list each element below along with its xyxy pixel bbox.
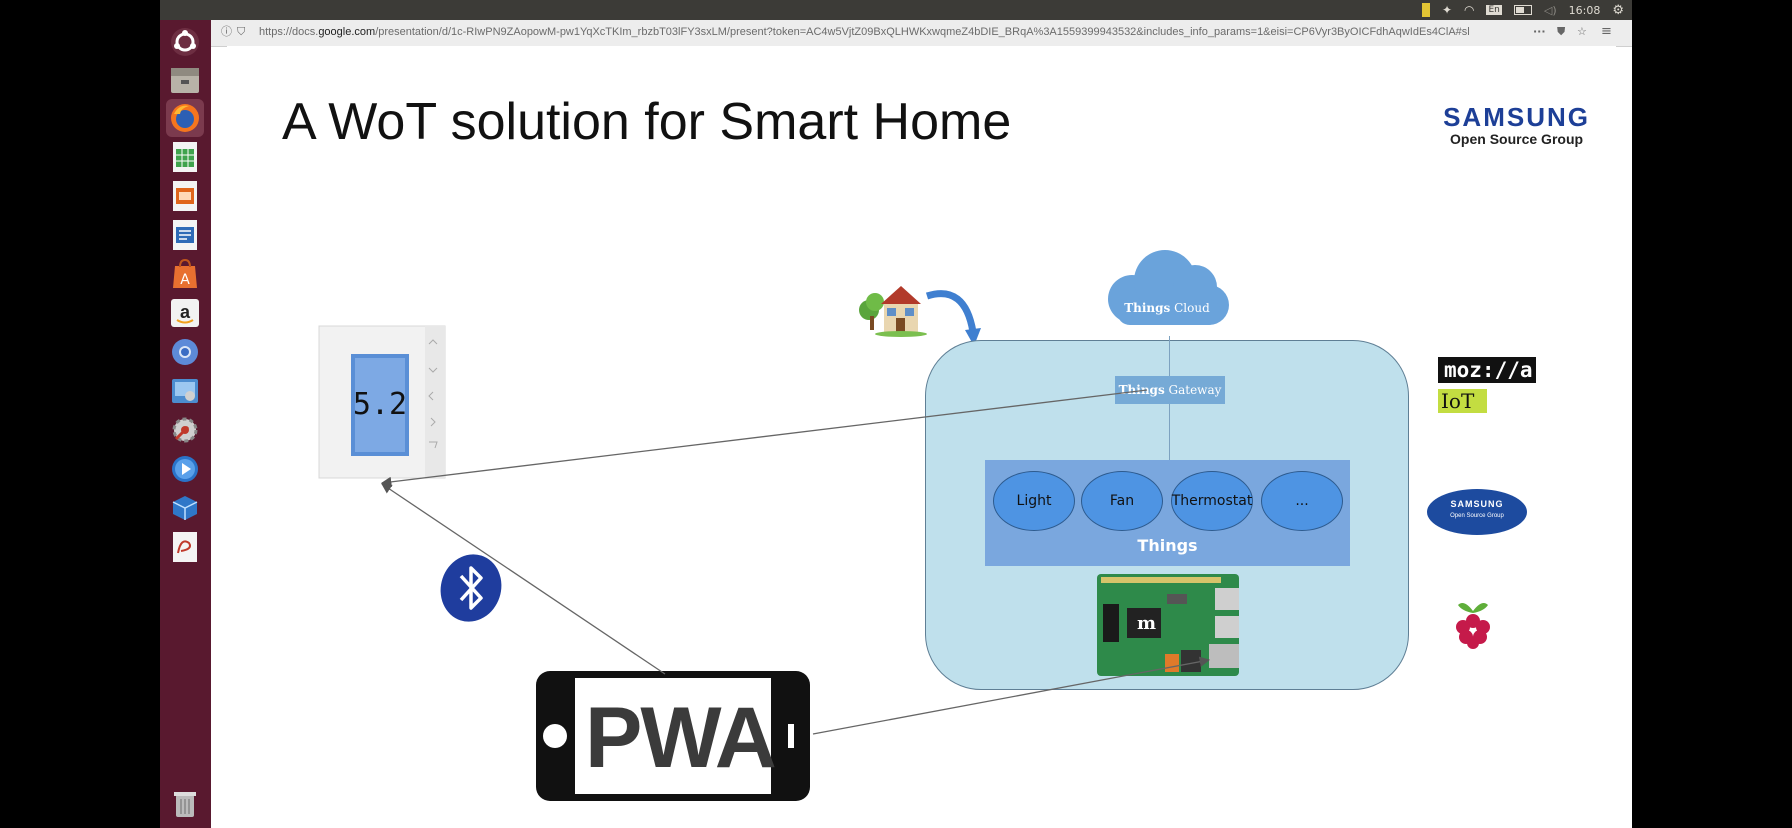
- svg-text:A: A: [180, 272, 190, 288]
- bookmark-star-icon[interactable]: ☆: [1577, 25, 1587, 38]
- launcher-amazon-icon[interactable]: a: [166, 294, 204, 332]
- system-tray: ✦ ◠ En ◁) 16:08 ⚙: [1421, 0, 1624, 20]
- samsung-logo-brand: SAMSUNG: [1443, 102, 1590, 132]
- gateway-connector-line: [1169, 336, 1170, 508]
- thermostat-device-image: 5.2: [318, 325, 446, 479]
- screen: ✦ ◠ En ◁) 16:08 ⚙ A: [160, 0, 1632, 828]
- raspberry-pi-board-image: m: [1097, 574, 1239, 676]
- launcher-firefox-icon[interactable]: [166, 99, 204, 137]
- thing-light: Light: [993, 471, 1075, 531]
- indicator-icon[interactable]: [1421, 3, 1430, 17]
- url-field[interactable]: https://docs.google.com/presentation/d/1…: [259, 26, 1509, 38]
- gateway-to-thermostat-arrow: [380, 389, 1148, 488]
- presentation-slide[interactable]: A WoT solution for Smart Home SAMSUNG Op…: [227, 46, 1616, 828]
- pocket-icon[interactable]: ⛊: [1557, 25, 1566, 38]
- things-gateway-label-rest: Gateway: [1164, 383, 1222, 397]
- page-actions-menu[interactable]: ···: [1533, 25, 1546, 38]
- slide-title: A WoT solution for Smart Home: [282, 93, 1012, 151]
- launcher-trash-icon[interactable]: [166, 785, 204, 823]
- launcher-writer-icon[interactable]: [166, 216, 204, 254]
- url-domain: google.com: [318, 26, 376, 38]
- things-gateway: Things Gateway: [1115, 376, 1225, 404]
- thing-fan: Fan: [1081, 471, 1163, 531]
- launcher-media-player-icon[interactable]: [166, 450, 204, 488]
- samsung-oval-subtitle: Open Source Group: [1450, 513, 1504, 519]
- pwa-to-thermostat-arrow: [381, 483, 666, 675]
- launcher-chromium-icon[interactable]: [166, 333, 204, 371]
- launcher-system-settings-icon[interactable]: [166, 411, 204, 449]
- thermostat-reading: 5.2: [353, 387, 407, 422]
- browser-urlbar: ⓘ ⛉ https://docs.google.com/presentation…: [211, 20, 1632, 47]
- house-icon: [859, 286, 981, 346]
- connection-arrows: [380, 389, 1211, 735]
- hamburger-menu-icon[interactable]: ≡: [1601, 24, 1612, 39]
- url-path: /presentation/d/1c-RIwPN9ZAopowM-pw1YqXc…: [375, 26, 1470, 38]
- samsung-open-source-logo: SAMSUNG Open Source Group: [1443, 102, 1590, 147]
- launcher-document-viewer-icon[interactable]: [166, 528, 204, 566]
- cloud-icon: [1108, 250, 1229, 325]
- svg-text:a: a: [180, 302, 191, 322]
- things-panel: Light Fan Thermostat ... Things: [985, 460, 1350, 566]
- launcher-virtualbox-icon[interactable]: [166, 489, 204, 527]
- pwa-logo-text: PWA: [585, 690, 777, 786]
- bluetooth-icon: [440, 554, 502, 622]
- things-label: Things: [1137, 536, 1198, 555]
- things-cloud-label-bold: Things: [1124, 301, 1171, 315]
- wifi-icon[interactable]: ◠: [1464, 3, 1475, 17]
- thing-thermostat: Thermostat: [1171, 471, 1253, 531]
- mozilla-iot-logo: moz://a IoT: [1438, 357, 1536, 413]
- clock[interactable]: 16:08: [1568, 3, 1601, 17]
- dropbox-icon[interactable]: ✦: [1441, 3, 1452, 17]
- samsung-oval-logo: SAMSUNG Open Source Group: [1427, 489, 1527, 535]
- battery-icon[interactable]: [1513, 5, 1532, 15]
- samsung-logo-subtitle: Open Source Group: [1450, 131, 1584, 147]
- launcher-impress-icon[interactable]: [166, 177, 204, 215]
- unity-launcher: A a: [160, 20, 211, 828]
- thing-more: ...: [1261, 471, 1343, 531]
- mozilla-wordmark: moz://a: [1438, 357, 1536, 383]
- keyboard-indicator[interactable]: En: [1486, 5, 1502, 15]
- things-cloud-label-rest: Cloud: [1170, 301, 1210, 315]
- launcher-files-icon[interactable]: [166, 61, 204, 99]
- things-cloud-label: Things Cloud: [1097, 301, 1237, 315]
- url-prefix: https://docs.: [259, 26, 319, 38]
- launcher-calc-icon[interactable]: [166, 138, 204, 176]
- top-panel: ✦ ◠ En ◁) 16:08 ⚙: [160, 0, 1632, 20]
- pwa-phone-icon: [536, 671, 810, 801]
- launcher-app-icon[interactable]: [166, 372, 204, 410]
- samsung-oval-brand: SAMSUNG: [1450, 499, 1504, 509]
- tracking-protection-shield-icon[interactable]: ⛉: [237, 25, 246, 38]
- raspberry-pi-logo-icon: [1456, 603, 1490, 649]
- mozilla-iot-badge: IoT: [1438, 389, 1487, 413]
- volume-icon[interactable]: ◁): [1543, 3, 1557, 17]
- info-icon[interactable]: ⓘ: [221, 25, 232, 38]
- board-letter: m: [1137, 613, 1156, 634]
- pwa-to-gateway-board-arrow: [812, 656, 1211, 735]
- launcher-dash-icon[interactable]: [166, 23, 204, 61]
- launcher-software-center-icon[interactable]: A: [166, 255, 204, 293]
- settings-gear-icon[interactable]: ⚙: [1612, 2, 1624, 18]
